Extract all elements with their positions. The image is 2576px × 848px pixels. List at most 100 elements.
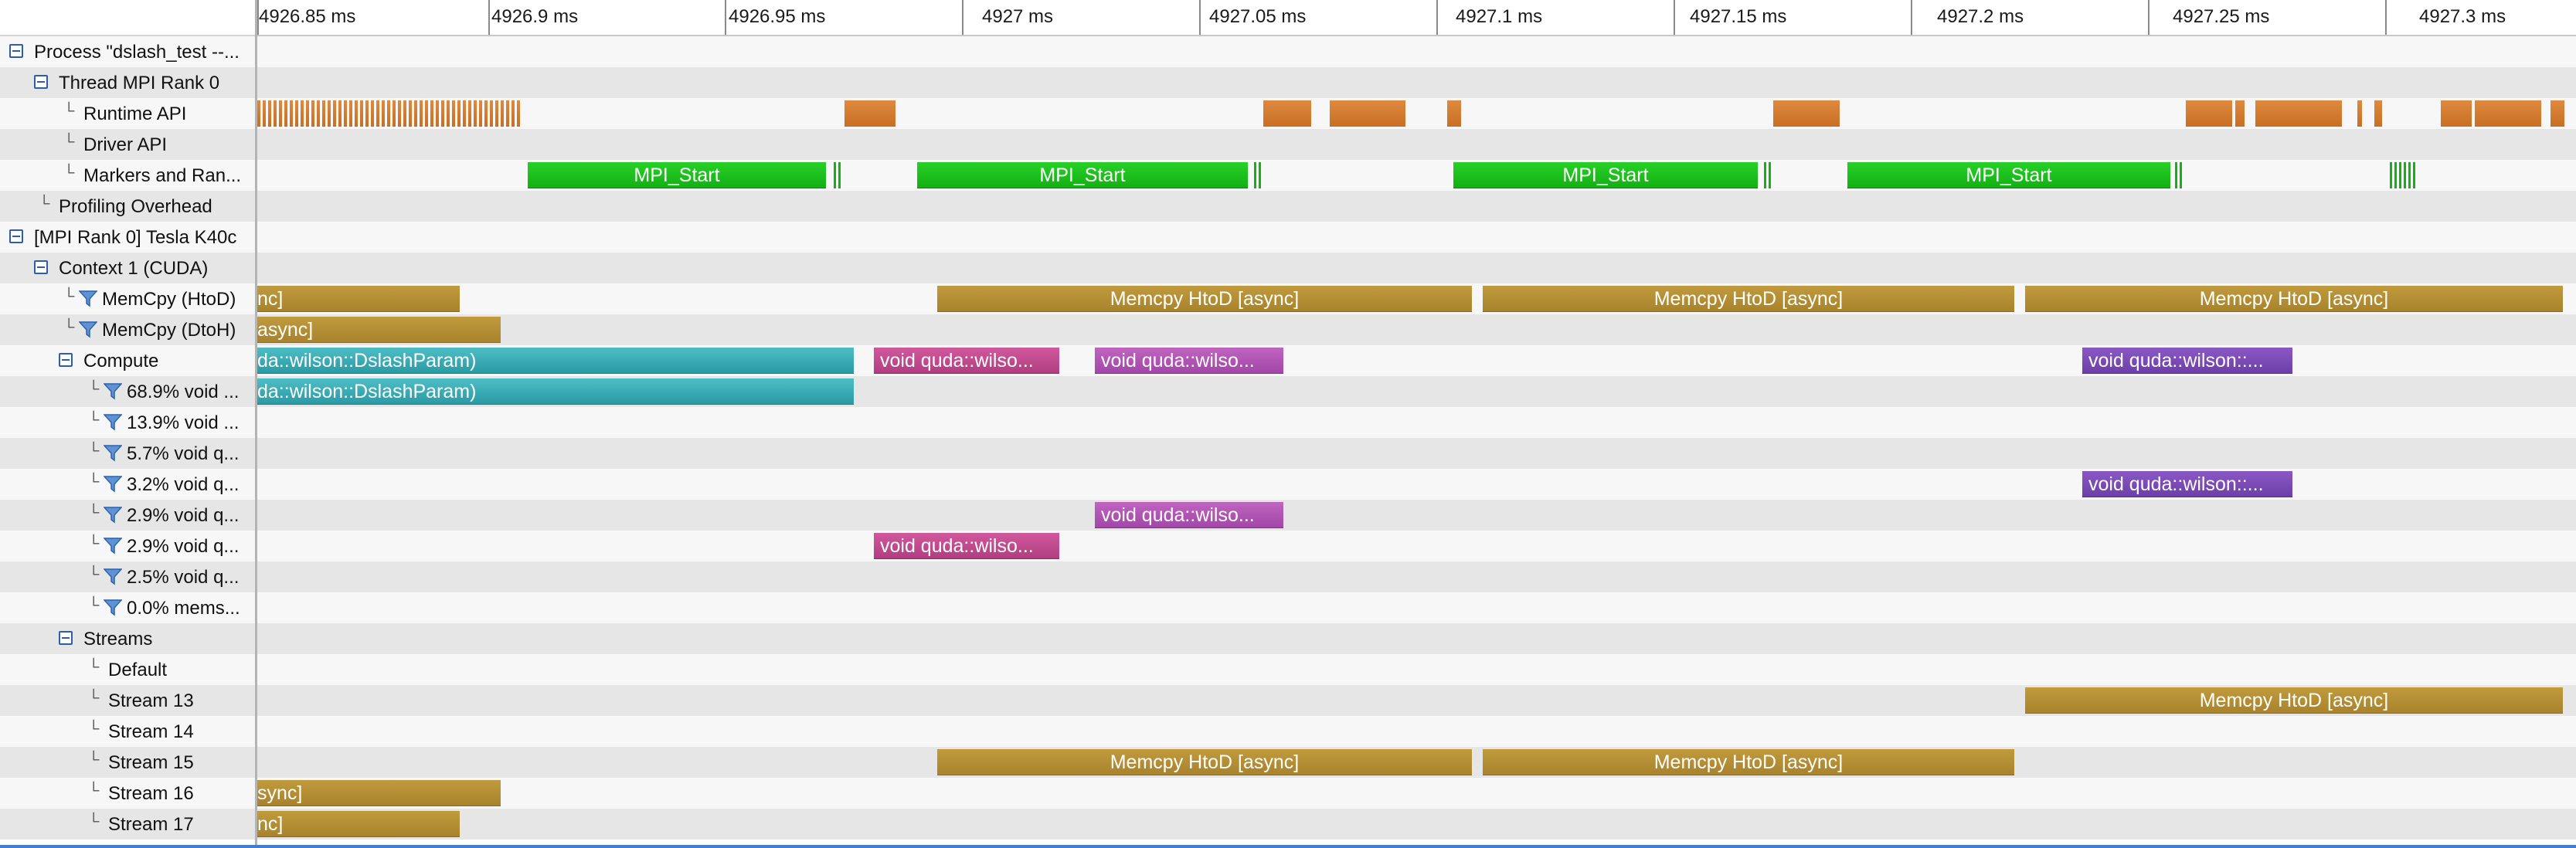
timeline-row-tree[interactable]: Process "dslash_test --...Thread MPI Ran…: [0, 0, 257, 848]
runtime-api-call[interactable]: [855, 100, 857, 127]
collapse-toggle-icon[interactable]: [9, 229, 23, 243]
runtime-api-call[interactable]: [436, 100, 439, 127]
filter-icon[interactable]: [103, 476, 123, 493]
tree-row[interactable]: └Runtime API: [0, 98, 255, 129]
runtime-api-call[interactable]: [468, 100, 471, 127]
runtime-api-call[interactable]: [1447, 100, 1461, 127]
runtime-api-call[interactable]: [420, 100, 423, 127]
runtime-api-call[interactable]: [409, 100, 412, 127]
marker-tick[interactable]: [2404, 162, 2406, 188]
runtime-api-call[interactable]: [349, 100, 352, 127]
tree-row[interactable]: └MemCpy (HtoD): [0, 283, 255, 314]
tree-row[interactable]: └2.5% void q...: [0, 561, 255, 592]
marker-tick[interactable]: [1254, 162, 1256, 188]
marker-tick[interactable]: [2394, 162, 2397, 188]
tree-row[interactable]: Streams: [0, 623, 255, 654]
memcpy-htod-bar[interactable]: nc]: [257, 286, 460, 312]
kernel-2-9-bar[interactable]: void quda::wilso...: [1095, 502, 1283, 528]
runtime-api-call[interactable]: [257, 100, 260, 127]
runtime-api-call[interactable]: [387, 100, 390, 127]
compute-kernel-bar[interactable]: void quda::wilson::...: [2082, 348, 2292, 374]
tree-row[interactable]: └68.9% void ...: [0, 376, 255, 407]
runtime-api-call[interactable]: [479, 100, 482, 127]
compute-kernel-bar[interactable]: void quda::wilso...: [874, 348, 1059, 374]
mpi-start-range[interactable]: MPI_Start: [1453, 162, 1758, 188]
runtime-api-call[interactable]: [263, 100, 266, 127]
runtime-api-call[interactable]: [2441, 100, 2472, 127]
marker-tick[interactable]: [834, 162, 836, 188]
runtime-api-call[interactable]: [376, 100, 379, 127]
runtime-api-call[interactable]: [1339, 100, 1385, 127]
stream-17-memcpy-bar[interactable]: nc]: [257, 811, 460, 837]
tree-row[interactable]: └Stream 14: [0, 716, 255, 747]
runtime-api-call[interactable]: [403, 100, 406, 127]
runtime-api-call[interactable]: [279, 100, 282, 127]
memcpy-htod-bar[interactable]: Memcpy HtoD [async]: [2025, 286, 2563, 312]
runtime-api-call[interactable]: [317, 100, 320, 127]
runtime-api-call[interactable]: [328, 100, 331, 127]
runtime-api-call[interactable]: [355, 100, 358, 127]
tree-row[interactable]: └Markers and Ran...: [0, 160, 255, 191]
tree-row[interactable]: └Stream 17: [0, 809, 255, 840]
runtime-api-call[interactable]: [447, 100, 450, 127]
runtime-api-call[interactable]: [306, 100, 309, 127]
runtime-api-call[interactable]: [1824, 100, 1840, 127]
runtime-api-call[interactable]: [2475, 100, 2541, 127]
marker-tick[interactable]: [1769, 162, 1771, 188]
compute-kernel-bar[interactable]: da::wilson::DslashParam): [257, 348, 854, 374]
mpi-start-range[interactable]: MPI_Start: [1847, 162, 2170, 188]
runtime-api-call[interactable]: [1285, 100, 1288, 127]
tree-row[interactable]: └Stream 16: [0, 778, 255, 809]
collapse-toggle-icon[interactable]: [9, 44, 23, 58]
filter-icon[interactable]: [103, 599, 123, 616]
runtime-api-call[interactable]: [344, 100, 347, 127]
runtime-api-call[interactable]: [490, 100, 493, 127]
marker-tick[interactable]: [2413, 162, 2415, 188]
marker-tick[interactable]: [2390, 162, 2392, 188]
memcpy-dtoh-bar[interactable]: async]: [257, 317, 501, 343]
runtime-api-call[interactable]: [484, 100, 488, 127]
tree-row[interactable]: └13.9% void ...: [0, 407, 255, 438]
tree-row[interactable]: └2.9% void q...: [0, 531, 255, 561]
compute-kernel-bar[interactable]: void quda::wilso...: [1095, 348, 1283, 374]
tree-row[interactable]: └0.0% mems...: [0, 592, 255, 623]
stream-15-memcpy-bar[interactable]: Memcpy HtoD [async]: [937, 749, 1472, 775]
tree-row[interactable]: Thread MPI Rank 0: [0, 67, 255, 98]
filter-icon[interactable]: [103, 507, 123, 524]
runtime-api-call[interactable]: [290, 100, 293, 127]
runtime-api-call[interactable]: [284, 100, 287, 127]
runtime-api-call[interactable]: [495, 100, 498, 127]
tree-row[interactable]: └2.9% void q...: [0, 500, 255, 531]
runtime-api-call[interactable]: [333, 100, 336, 127]
kernel-3-2-bar[interactable]: void quda::wilson::...: [2082, 471, 2292, 497]
runtime-api-call[interactable]: [1786, 100, 1789, 127]
runtime-api-call[interactable]: [845, 100, 895, 127]
tree-row[interactable]: └Stream 13: [0, 685, 255, 716]
runtime-api-call[interactable]: [517, 100, 520, 127]
filter-icon[interactable]: [78, 290, 98, 307]
memcpy-htod-bar[interactable]: Memcpy HtoD [async]: [937, 286, 1472, 312]
runtime-api-call[interactable]: [371, 100, 374, 127]
runtime-api-call[interactable]: [338, 100, 342, 127]
tree-row[interactable]: └Stream 15: [0, 747, 255, 778]
tree-row[interactable]: └Profiling Overhead: [0, 191, 255, 222]
runtime-api-call[interactable]: [441, 100, 444, 127]
tree-row[interactable]: Context 1 (CUDA): [0, 253, 255, 283]
stream-13-memcpy-bar[interactable]: Memcpy HtoD [async]: [2025, 687, 2563, 714]
runtime-api-call[interactable]: [2374, 100, 2382, 127]
marker-tick[interactable]: [2180, 162, 2182, 188]
runtime-api-call[interactable]: [430, 100, 433, 127]
runtime-api-call[interactable]: [1773, 100, 1826, 127]
marker-tick[interactable]: [2399, 162, 2401, 188]
tree-row[interactable]: [MPI Rank 0] Tesla K40c: [0, 222, 255, 253]
runtime-api-call[interactable]: [425, 100, 428, 127]
runtime-api-call[interactable]: [506, 100, 509, 127]
mpi-start-range[interactable]: MPI_Start: [528, 162, 826, 188]
tree-row[interactable]: Process "dslash_test --...: [0, 36, 255, 67]
stream-16-memcpy-bar[interactable]: sync]: [257, 780, 501, 806]
marker-tick[interactable]: [838, 162, 841, 188]
tree-row[interactable]: └Driver API: [0, 129, 255, 160]
runtime-api-call[interactable]: [501, 100, 504, 127]
runtime-api-call[interactable]: [511, 100, 515, 127]
mpi-start-range[interactable]: MPI_Start: [917, 162, 1248, 188]
